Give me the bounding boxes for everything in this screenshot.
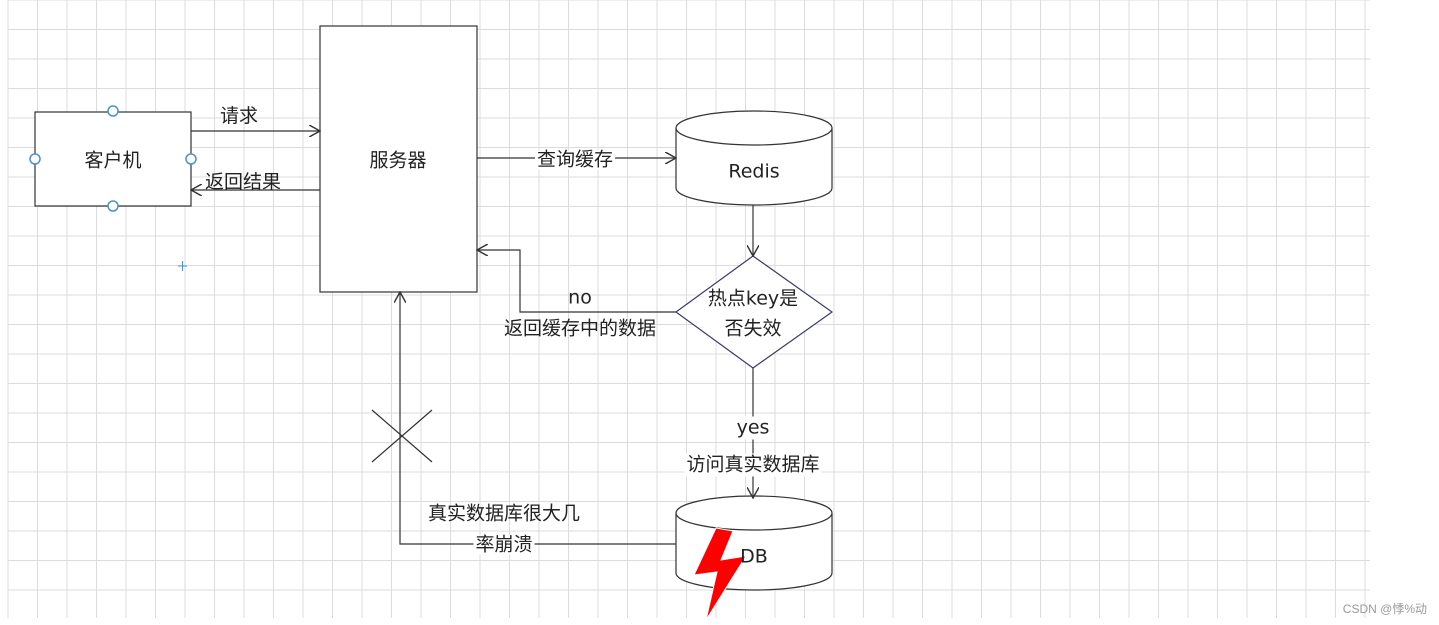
edge-label-crash-line1: 真实数据库很大几: [427, 502, 581, 525]
client-label: 客户机: [84, 149, 142, 172]
server-label: 服务器: [369, 149, 427, 172]
selection-handles[interactable]: [29, 105, 197, 212]
handle-bottom[interactable]: [107, 200, 119, 212]
edge-label-no-desc: 返回缓存中的数据: [503, 317, 657, 340]
decision-label-line1: 热点key是: [707, 287, 799, 310]
edge-label-query-cache: 查询缓存: [534, 148, 616, 171]
handle-left[interactable]: [29, 153, 41, 165]
decision-diamond[interactable]: [674, 255, 834, 369]
decision-label-line2: 否失效: [724, 317, 782, 340]
edge-label-crash-line2: 率崩溃: [473, 533, 535, 556]
redis-label: Redis: [728, 160, 780, 183]
db-label: DB: [740, 545, 768, 568]
edge-db-to-server[interactable]: [400, 292, 676, 545]
edge-label-return-result: 返回结果: [205, 171, 282, 193]
edge-label-no: no: [568, 286, 592, 309]
edge-label-request: 请求: [220, 105, 259, 127]
edge-label-yes-desc: 访问真实数据库: [684, 453, 822, 477]
edge-no[interactable]: [477, 250, 676, 313]
db-cylinder[interactable]: [675, 495, 833, 591]
handle-top[interactable]: [107, 105, 119, 117]
lightning-icon: [693, 527, 748, 621]
crosshair-icon: [178, 261, 187, 271]
watermark: CSDN @悸%动: [1342, 602, 1427, 616]
handle-right[interactable]: [185, 153, 197, 165]
cross-mark-icon: [371, 409, 433, 463]
server-box[interactable]: [319, 25, 478, 293]
redis-cylinder[interactable]: [675, 110, 833, 206]
edge-label-yes: yes: [734, 416, 772, 440]
